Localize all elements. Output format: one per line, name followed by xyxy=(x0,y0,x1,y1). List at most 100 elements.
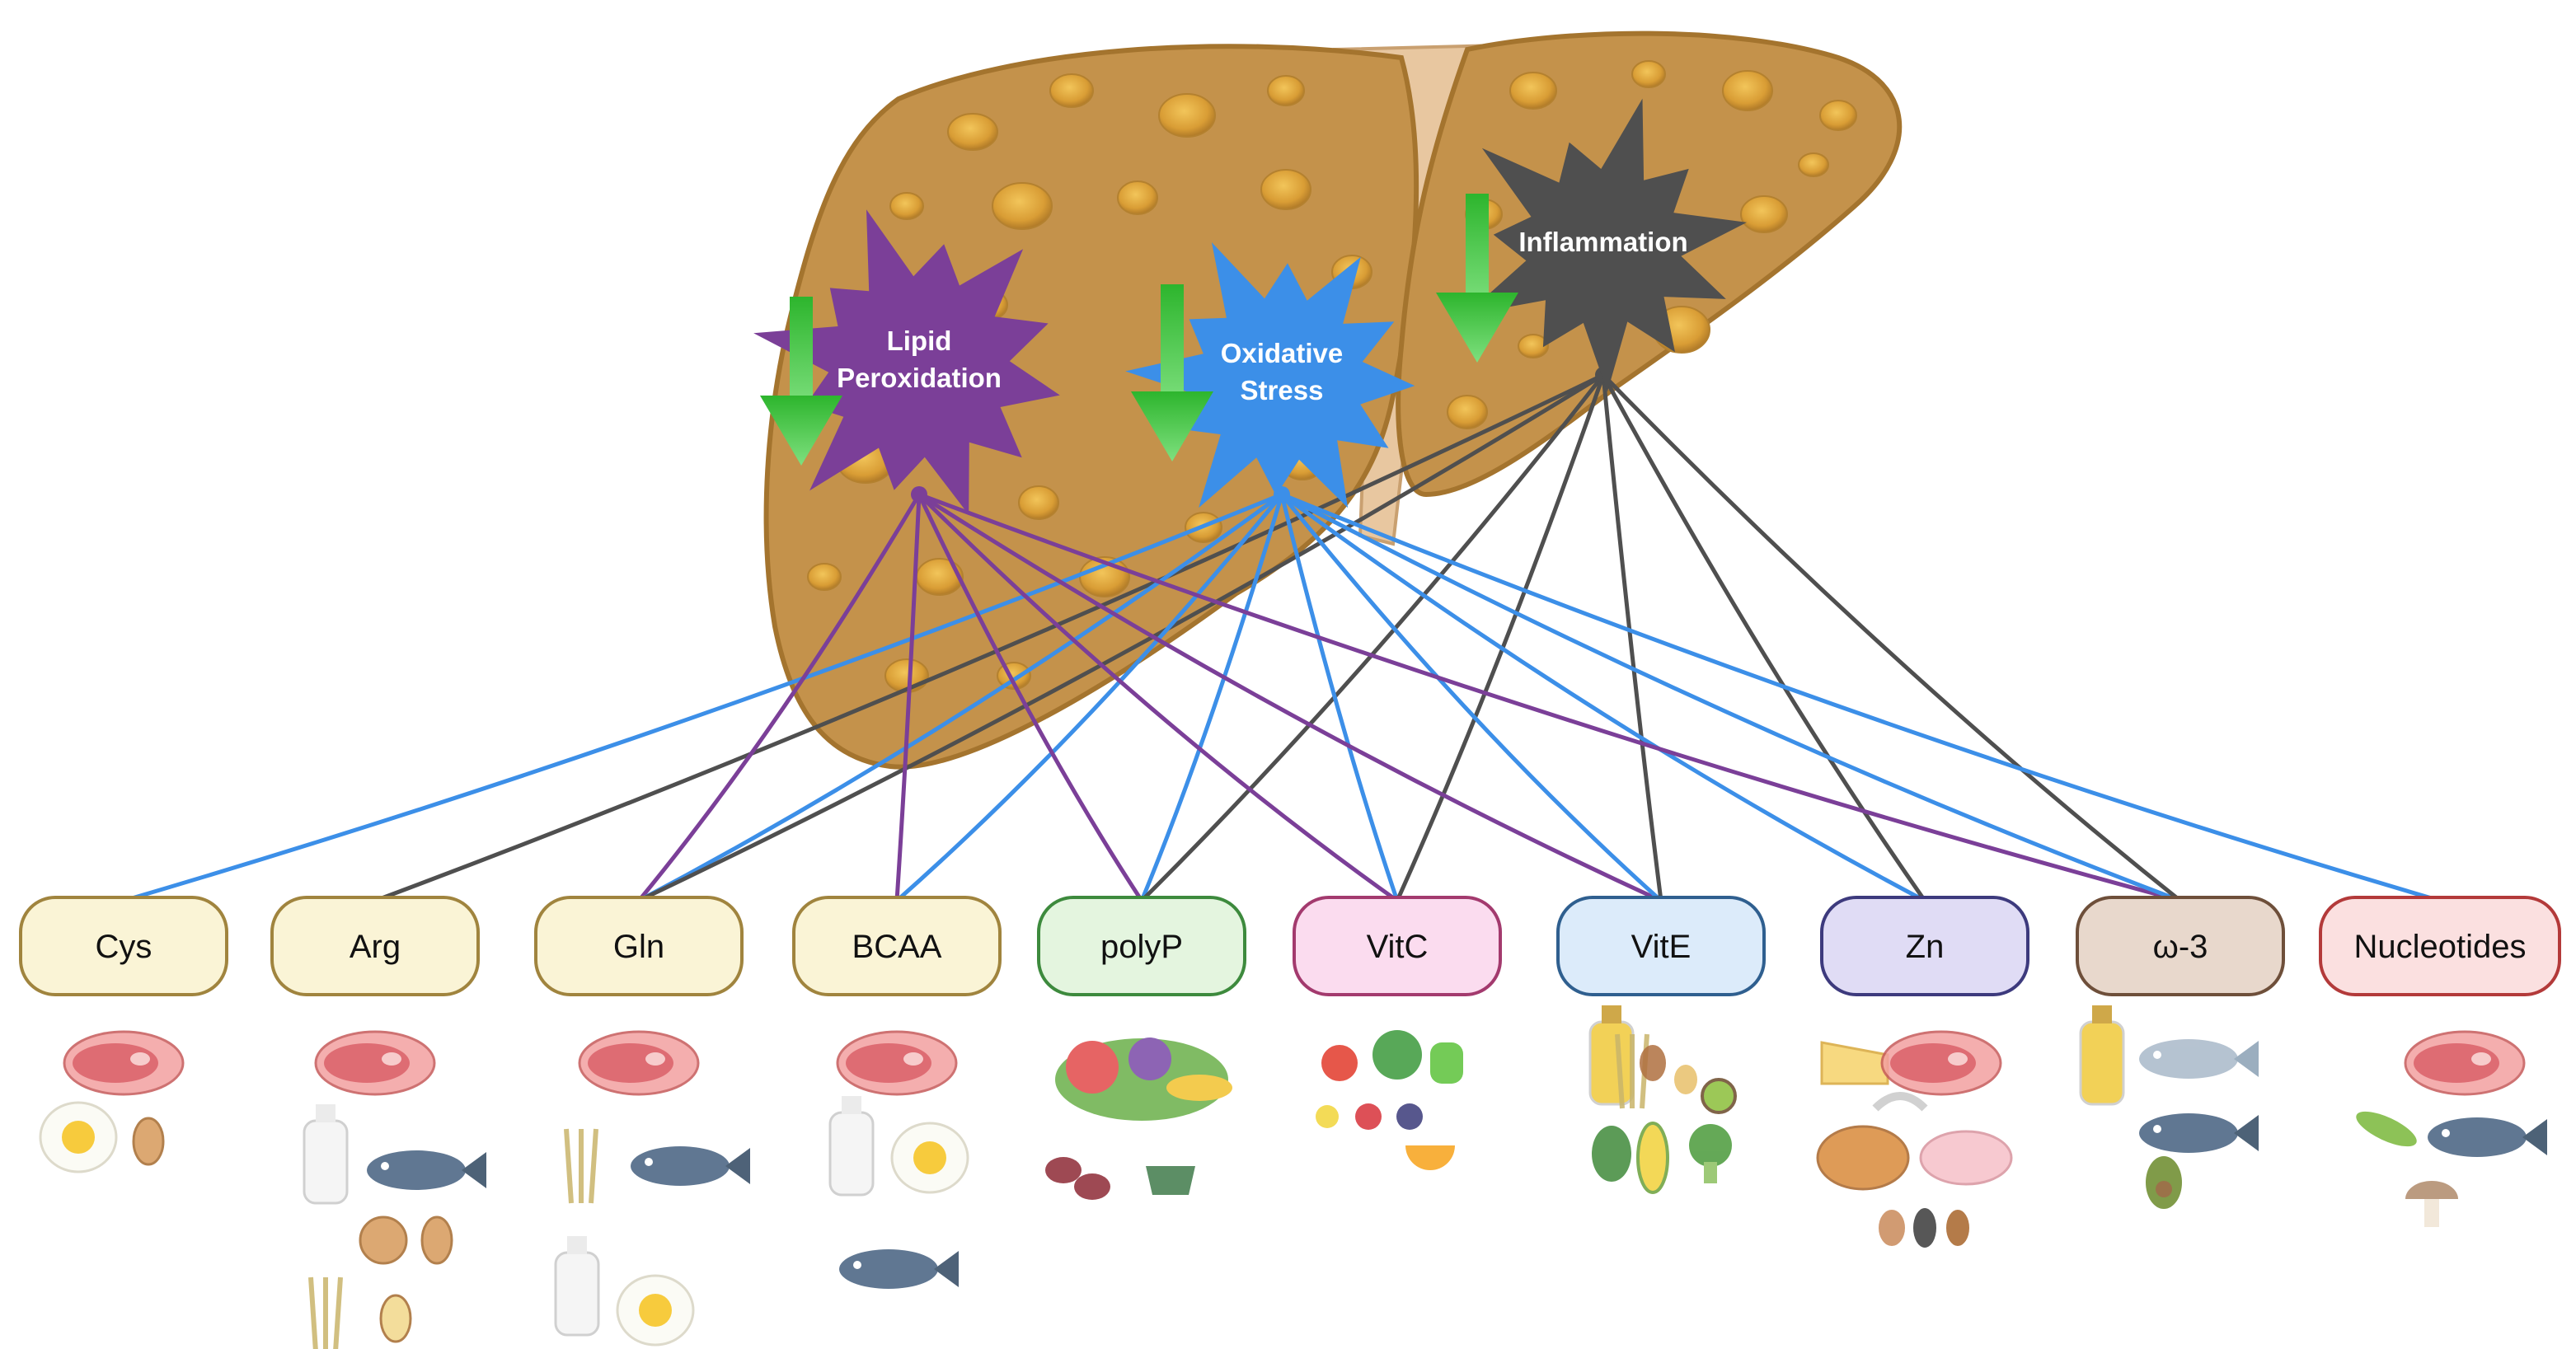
link-arg-inflammation xyxy=(374,372,1605,903)
inflammation-burst: Inflammation xyxy=(1466,98,1747,392)
milk-bottle-icon xyxy=(303,1104,349,1205)
bean-icon xyxy=(379,1294,412,1343)
nut-icon xyxy=(420,1216,453,1265)
link-polyp-lipid xyxy=(917,493,1144,902)
hub-lipid xyxy=(911,486,927,503)
fish-icon xyxy=(2139,1113,2259,1153)
corn-icon xyxy=(1636,1122,1669,1194)
pig-icon xyxy=(1919,1130,2013,1186)
fish-icon xyxy=(631,1146,750,1186)
spinach-icon xyxy=(1592,1126,1631,1182)
nutrient-label-bcaa: BCAA xyxy=(852,929,942,965)
food-group-omega3 xyxy=(2079,1005,2259,1209)
connection-lines xyxy=(123,367,2441,903)
wheat-icon xyxy=(564,1128,598,1204)
steak-icon xyxy=(2404,1030,2526,1096)
link-bcaa-lipid xyxy=(894,494,922,902)
lipid-peroxidation-star xyxy=(753,209,1060,515)
nutrient-box-nucleotides: Nucleotides xyxy=(2319,896,2561,996)
food-group-arg xyxy=(303,1030,486,1349)
tea-cup-icon xyxy=(1146,1166,1195,1195)
inflammation-label: Inflammation xyxy=(1518,227,1687,257)
link-vite-lipid xyxy=(917,492,1663,903)
link-vitc-oxidative xyxy=(1279,494,1400,902)
beans-icon xyxy=(1045,1157,1110,1200)
nutrient-label-arg: Arg xyxy=(350,929,401,965)
nutrient-label-zn: Zn xyxy=(1906,929,1945,965)
nutrient-box-polyp: polyP xyxy=(1037,896,1246,996)
link-vitc-inflammation xyxy=(1395,374,1606,902)
food-group-zn xyxy=(1816,1030,2013,1248)
lipid-peroxidation-label-line2: Peroxidation xyxy=(837,363,1002,393)
seeds-icon xyxy=(1879,1208,1969,1248)
pea-pod-icon xyxy=(2356,1111,2417,1147)
fruit-basket-icon xyxy=(1055,1038,1232,1121)
nutrient-label-nucleotides: Nucleotides xyxy=(2353,929,2526,965)
link-vite-inflammation xyxy=(1601,374,1663,902)
nutrient-box-vite: VitE xyxy=(1556,896,1766,996)
link-bcaa-oxidative xyxy=(895,493,1283,902)
link-vitc-lipid xyxy=(917,493,1399,903)
nutrient-label-omega3: ω-3 xyxy=(2153,929,2208,965)
food-illustrations xyxy=(39,1005,2547,1349)
nutrient-box-vitc: VitC xyxy=(1293,896,1502,996)
nutrient-box-cys: Cys xyxy=(19,896,228,996)
egg-icon xyxy=(39,1101,118,1173)
orange-slice-icon xyxy=(1405,1145,1455,1170)
link-vite-oxidative xyxy=(1280,493,1663,902)
link-gln-inflammation xyxy=(637,372,1605,903)
oil-bottle-icon xyxy=(2079,1005,2125,1106)
shrimp-icon xyxy=(1872,1092,1928,1112)
decrease-arrow-oxidative xyxy=(1131,284,1213,461)
milk-bottle-icon xyxy=(554,1236,600,1337)
nutrient-label-vitc: VitC xyxy=(1367,929,1429,965)
food-group-cys xyxy=(39,1030,185,1173)
nutrient-box-bcaa: BCAA xyxy=(792,896,1002,996)
egg-icon xyxy=(616,1274,695,1347)
nut-icon xyxy=(132,1117,165,1166)
vegetables-icon xyxy=(1321,1030,1463,1084)
oxidative-stress-burst: Oxidative Stress xyxy=(1125,242,1415,508)
link-omega3-inflammation xyxy=(1602,373,2182,902)
broccoli-icon xyxy=(1689,1124,1732,1183)
fish-icon xyxy=(2428,1117,2547,1157)
link-polyp-oxidative xyxy=(1139,494,1284,902)
nutrient-box-omega3: ω-3 xyxy=(2076,896,2285,996)
steak-icon xyxy=(578,1030,700,1096)
kiwi-icon xyxy=(1701,1078,1737,1114)
steak-icon xyxy=(836,1030,958,1096)
salmon-icon xyxy=(2139,1039,2259,1079)
steak-icon xyxy=(314,1030,436,1096)
link-omega3-oxidative xyxy=(1280,492,2181,903)
oil-bottle-icon xyxy=(1588,1005,1635,1106)
steak-icon xyxy=(1880,1030,2002,1096)
food-group-bcaa xyxy=(828,1030,969,1289)
inflammation-star xyxy=(1466,98,1747,392)
link-zn-inflammation xyxy=(1601,373,1927,902)
oxidative-stress-label-line1: Oxidative xyxy=(1221,338,1344,368)
oxidative-stress-label-line2: Stress xyxy=(1241,375,1324,405)
nutrient-box-gln: Gln xyxy=(534,896,744,996)
link-gln-oxidative xyxy=(637,492,1283,903)
egg-icon xyxy=(890,1122,969,1194)
chicken-icon xyxy=(1816,1125,1910,1191)
fish-icon xyxy=(839,1249,959,1289)
link-nucleotides-oxidative xyxy=(1281,492,2441,903)
nutrient-label-polyp: polyP xyxy=(1100,929,1183,965)
food-group-vite xyxy=(1588,1005,1737,1194)
mushroom-icon xyxy=(2405,1181,2458,1227)
nuts-icon xyxy=(1640,1045,1697,1094)
cheese-icon xyxy=(1820,1041,1889,1085)
nutrient-boxes: Cys Arg Gln BCAA polyP VitC VitE Zn ω-3 Nucleotid… xyxy=(19,896,2561,996)
berries-icon xyxy=(1316,1103,1423,1130)
fish-icon xyxy=(367,1150,486,1190)
decrease-arrow-lipid xyxy=(760,297,842,466)
nutrient-box-zn: Zn xyxy=(1820,896,2029,996)
food-group-nucleotides xyxy=(2356,1030,2547,1227)
milk-bottle-icon xyxy=(828,1096,875,1197)
decrease-arrow-inflammation xyxy=(1436,194,1518,363)
nutrient-box-arg: Arg xyxy=(270,896,480,996)
food-group-polyp xyxy=(1045,1038,1232,1200)
nutrient-label-gln: Gln xyxy=(613,929,664,965)
